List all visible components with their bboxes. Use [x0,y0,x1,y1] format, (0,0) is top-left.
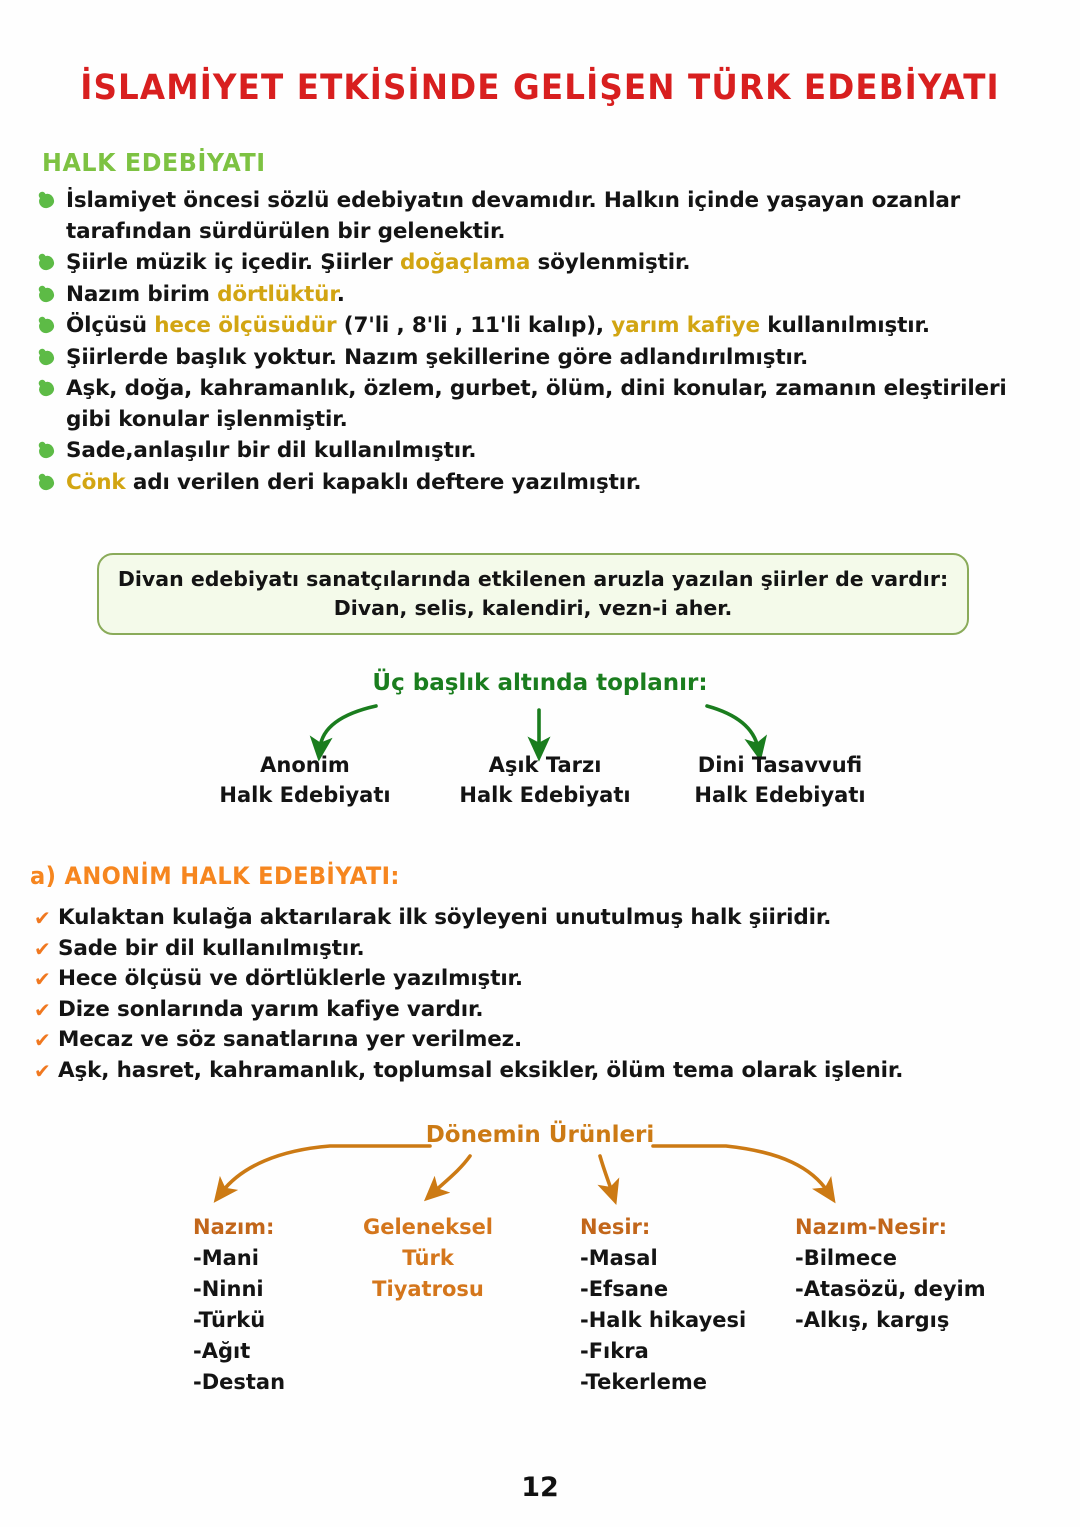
bullet-item: Cönk adı verilen deri kapaklı deftere ya… [36,468,1036,499]
branch-label-dini-tasavvufi: Dini Tasavvufi Halk Edebiyatı [655,750,905,810]
check-icon: ✔ [34,1058,51,1083]
diagram-products-arrows [213,1144,836,1205]
products-column-nazim-nesir: Nazım-Nesir: -Bilmece -Atasözü, deyim -Alkı… [795,1212,986,1336]
bullet-item: Ölçüsü hece ölçüsüdür (7'li , 8'li , 11'… [36,311,1036,342]
leaf-bullet-icon [37,317,56,335]
diagram-products-title: Dönemin Ürünleri [425,1122,655,1148]
bullet-text: Şiirlerde başlık yoktur. Nazım şekilleri… [66,344,809,370]
products-column-header: Nazım-Nesir: [795,1215,948,1239]
highlighted-term: dörtlüktür [217,281,337,307]
check-icon: ✔ [34,906,51,930]
check-list-item: ✔ Aşk, hasret, kahramanlık, toplumsal eks… [32,1056,1032,1087]
bullet-text: Ölçüsü [66,313,155,338]
check-icon: ✔ [34,997,51,1022]
products-column-nesir: Nesir: -Masal -Efsane -Halk hikayesi -Fıkra -… [580,1212,746,1398]
check-list-item: ✔ Sade bir dil kullanılmıştır. [32,934,1032,965]
leaf-bullet-icon [37,380,56,398]
products-column-item: -Türkü [193,1308,266,1332]
bullet-item: Şiirle müzik iç içedir. Şiirler doğaçlam… [36,248,1036,279]
bullet-text: Aşk, doğa, kahramanlık, özlem, gurbet, ö… [66,376,1007,432]
check-item-text: Aşk, hasret, kahramanlık, toplumsal eksi… [58,1057,904,1083]
check-list-item: ✔ Hece ölçüsü ve dörtlüklerle yazılmıştır… [32,964,1032,995]
products-column-item: -Ağıt [193,1339,251,1363]
products-column-item: -Ninni [193,1277,264,1301]
check-item-text: Hece ölçüsü ve dörtlüklerle yazılmıştır. [58,966,523,991]
branch-asik-line1: Aşık Tarzı [488,753,602,777]
bullet-text: (7'li , 8'li , 11'li kalıp), [336,313,612,338]
halk-edebiyati-bullet-list: İslamiyet öncesi sözlü edebiyatın devamı… [36,186,1036,499]
products-column-item: -Efsane [580,1277,669,1301]
bullet-text: İslamiyet öncesi sözlü edebiyatın devamı… [66,188,961,244]
products-column-item: -Halk hikayesi [580,1308,747,1332]
products-column-item: Türk [402,1246,454,1270]
branch-anonim-line1: Anonim [260,753,350,777]
highlighted-term: hece ölçüsüdür [154,313,337,338]
bullet-item: Aşk, doğa, kahramanlık, özlem, gurbet, ö… [36,374,1036,435]
diagram-three-branches: Üç başlık altında toplanır: Anonim Halk … [0,670,1080,820]
bullet-item: Sade,anlaşılır bir dil kullanılmıştır. [36,436,1036,467]
products-column-nazim: Nazım: -Mani -Ninni -Türkü -Ağıt -Destan [193,1212,285,1398]
diagram-donemin-urunleri: Dönemin Ürünleri Nazım: -Mani -Ninni -Türkü… [0,1122,1080,1412]
highlighted-term: yarım kafiye [611,313,760,338]
check-icon: ✔ [34,936,51,961]
section-heading-halk-edebiyati: HALK EDEBİYATI [42,148,266,177]
bullet-item: Nazım birim dörtlüktür. [36,280,1036,311]
products-column-item: -Mani [193,1246,259,1270]
branch-dini-line2: Halk Edebiyatı [694,783,866,807]
bullet-text: Sade,anlaşılır bir dil kullanılmıştır. [66,438,477,463]
branch-dini-line1: Dini Tasavvufi [697,753,863,777]
check-list-item: ✔ Mecaz ve söz sanatlarına yer verilmez. [32,1025,1032,1056]
bullet-item: İslamiyet öncesi sözlü edebiyatın devamı… [36,186,1036,247]
page-number: 12 [521,1472,559,1503]
highlighted-term: doğaçlama [399,250,531,275]
products-column-header: Nesir: [580,1215,651,1239]
check-icon: ✔ [34,967,51,991]
anonim-check-list: ✔ Kulaktan kulağa aktarılarak ilk söyleye… [32,903,1032,1086]
products-column-item: -Atasözü, deyim [795,1277,986,1301]
products-column-item: -Alkış, kargış [795,1308,950,1332]
branch-anonim-line2: Halk Edebiyatı [219,783,391,807]
check-list-item: ✔ Dize sonlarında yarım kafiye vardır. [32,995,1032,1026]
leaf-bullet-icon [37,254,56,272]
bullet-text: Şiirle müzik iç içedir. Şiirler [66,250,400,275]
leaf-bullet-icon [37,286,56,303]
check-item-text: Mecaz ve söz sanatlarına yer verilmez. [58,1027,523,1052]
info-box-line-1: Divan edebiyatı sanatçılarında etkilenen… [117,567,949,591]
products-column-item: -Bilmece [795,1246,897,1270]
leaf-bullet-icon [37,349,56,366]
info-box-divan: Divan edebiyatı sanatçılarında etkilenen… [97,553,969,635]
leaf-bullet-icon [37,474,56,491]
check-item-text: Dize sonlarında yarım kafiye vardır. [58,996,484,1022]
branch-label-asik-tarzi: Aşık Tarzı Halk Edebiyatı [420,750,670,810]
products-column-item: -Destan [193,1370,286,1394]
leaf-bullet-icon [37,192,56,210]
bullet-text: kullanılmıştır. [759,313,930,338]
products-column-item: -Masal [580,1246,658,1270]
bullet-text: söylenmiştir. [530,250,691,275]
page-title: İSLAMİYET ETKİSİNDE GELİŞEN TÜRK EDEBİYA… [80,68,1000,108]
branch-asik-line2: Halk Edebiyatı [459,783,631,807]
section-heading-anonim-halk-edebiyati: a) ANONİM HALK EDEBİYATI: [30,862,400,890]
bullet-item: Şiirlerde başlık yoktur. Nazım şekilleri… [36,343,1036,374]
check-list-item: ✔ Kulaktan kulağa aktarılarak ilk söyleye… [32,903,1032,934]
info-box-line-2: Divan, selis, kalendiri, vezn-i aher. [333,596,733,620]
check-icon: ✔ [34,1028,51,1052]
branch-label-anonim: Anonim Halk Edebiyatı [180,750,430,810]
leaf-bullet-icon [37,442,56,460]
products-column-header: Nazım: [193,1215,275,1239]
bullet-text: adı verilen deri kapaklı deftere yazılmı… [125,469,642,495]
products-column-header: Geleneksel [362,1215,494,1239]
highlighted-term: Cönk [66,469,126,495]
products-column-item: -Tekerleme [580,1370,707,1394]
check-item-text: Kulaktan kulağa aktarılarak ilk söyleyen… [58,905,832,930]
check-item-text: Sade bir dil kullanılmıştır. [58,935,365,961]
products-column-item: Tiyatrosu [372,1277,484,1301]
bullet-text: Nazım birim [66,281,218,307]
bullet-text: . [336,281,345,307]
diagram-three-title: Üç başlık altında toplanır: [372,670,708,696]
products-column-item: -Fıkra [580,1339,649,1363]
diagram-three-arrows [309,704,768,762]
